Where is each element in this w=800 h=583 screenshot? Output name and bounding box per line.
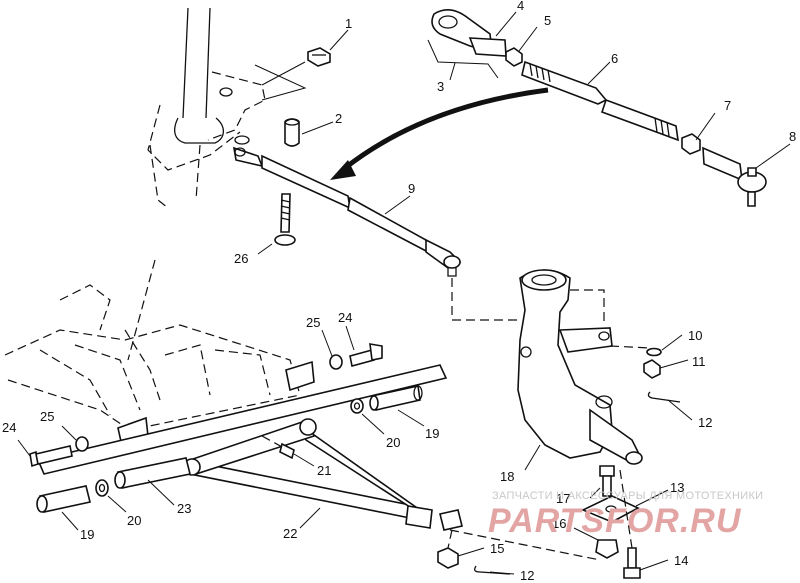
callout-3: 3 — [437, 79, 444, 94]
callout-14: 14 — [674, 553, 688, 568]
callout-19-left: 19 — [80, 527, 94, 542]
callout-5: 5 — [544, 13, 551, 28]
callout-16: 16 — [552, 516, 566, 531]
lower-bushing-joint — [439, 509, 601, 561]
callout-19-right: 19 — [425, 426, 439, 441]
callout-9: 9 — [408, 181, 415, 196]
part-20-washer-b — [350, 398, 385, 435]
callout-7: 7 — [724, 98, 731, 113]
callout-22: 22 — [283, 526, 297, 541]
part-7-jam-nut — [681, 112, 716, 155]
part-13-ball-joint-plate — [581, 489, 669, 523]
part-10-washer — [646, 334, 683, 357]
callout-26: 26 — [234, 251, 248, 266]
callout-23: 23 — [177, 501, 191, 516]
part-24-bolt-b — [17, 439, 73, 468]
callout-15: 15 — [490, 541, 504, 556]
part-1-nut — [254, 29, 349, 101]
part-19-bushing-b — [369, 385, 425, 427]
mount-pipe — [36, 364, 448, 475]
part-2-bushing — [284, 118, 334, 147]
callout-8: 8 — [789, 129, 796, 144]
part-23-pivot-tube — [114, 457, 191, 506]
part-6-tie-rod-tube — [521, 60, 679, 142]
part-9-tie-rod — [232, 146, 520, 321]
callout-2: 2 — [335, 111, 342, 126]
callout-25-lower: 25 — [40, 409, 54, 424]
part-4-rod-end — [431, 9, 517, 57]
callout-12-right: 12 — [698, 415, 712, 430]
callout-24-lower: 24 — [2, 420, 16, 435]
part-25-washer-b — [61, 425, 89, 452]
part-22-a-arm — [183, 418, 433, 529]
callout-25-upper: 25 — [306, 315, 320, 330]
callout-12-bottom: 12 — [520, 568, 534, 583]
part-5-jam-nut — [505, 26, 538, 67]
steering-post — [127, 7, 266, 361]
part-11-nut — [643, 359, 689, 379]
part-8-tie-rod-end — [702, 143, 791, 207]
part-12-cotter-pin-a — [647, 391, 693, 421]
watermark-caption: ЗАПЧАСТИ И АКСЕССУАРЫ ДЛЯ МОТОТЕХНИКИ — [492, 490, 763, 502]
callout-13: 13 — [670, 480, 684, 495]
callout-11: 11 — [692, 354, 706, 369]
part-12-cotter-pin-b — [474, 565, 515, 575]
part-19-bushing-a — [36, 485, 91, 531]
callout-20-left: 20 — [127, 513, 141, 528]
callout-21: 21 — [317, 463, 331, 478]
part-14-bolt — [619, 469, 669, 579]
callout-1: 1 — [345, 16, 352, 31]
assembly-arrow — [330, 87, 549, 180]
part-25-washer-a — [321, 329, 343, 370]
part-20-washer-a — [95, 479, 127, 513]
part-18-knuckle — [517, 269, 651, 471]
callout-17: 17 — [556, 491, 570, 506]
part-3-bracket — [427, 39, 499, 81]
callout-6: 6 — [611, 51, 618, 66]
callout-24-upper: 24 — [338, 310, 352, 325]
part-15-nut — [437, 529, 485, 569]
part-24-bolt-a — [345, 325, 383, 367]
part-21-grease-fitting — [261, 435, 315, 467]
callout-4: 4 — [517, 0, 524, 13]
callout-10: 10 — [688, 328, 702, 343]
part-16-ball-joint — [573, 527, 619, 559]
frame-outline — [4, 284, 315, 448]
watermark-brand: PARTSFOR.RU — [488, 502, 742, 540]
part-26-bolt — [257, 193, 296, 255]
callout-18: 18 — [500, 469, 514, 484]
callout-20-right: 20 — [386, 435, 400, 450]
watermark: ЗАПЧАСТИ И АКСЕССУАРЫ ДЛЯ МОТОТЕХНИКИ PA… — [488, 490, 763, 540]
